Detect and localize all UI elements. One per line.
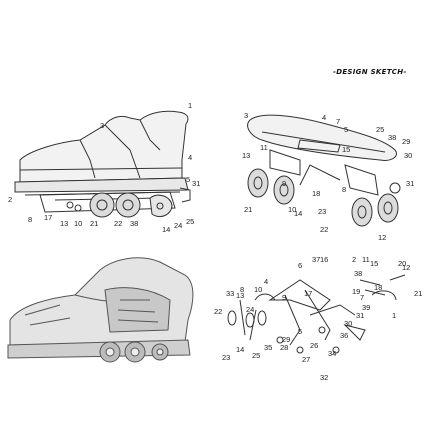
callout-label: 20 — [398, 259, 406, 268]
callout-label: 28 — [280, 343, 288, 352]
exploded-view-drawing — [227, 274, 406, 354]
callout-label: 22 — [214, 307, 222, 316]
callout-label: 25 — [186, 217, 194, 226]
callout-label: 10 — [74, 219, 82, 228]
callout-label: 30 — [404, 151, 412, 160]
callout-label: 2 — [352, 255, 356, 264]
callout-label: 14 — [236, 345, 244, 354]
callout-label: 29 — [282, 335, 290, 344]
callout-label: 26 — [310, 341, 318, 350]
callout-label: 9 — [282, 293, 286, 302]
callout-label: 7 — [336, 117, 340, 126]
callout-label: 4 — [322, 113, 326, 122]
callout-label: 25 — [376, 125, 384, 134]
callout-label: 38 — [388, 133, 396, 142]
callout-label: 13 — [236, 291, 244, 300]
callout-label: 19 — [352, 287, 360, 296]
callout-label: 13 — [60, 219, 68, 228]
callout-label: 29 — [402, 137, 410, 146]
callout-label: 33 — [226, 289, 234, 298]
callout-label: 39 — [362, 303, 370, 312]
callout-label: 17 — [44, 213, 52, 222]
callout-label: 3 — [244, 111, 248, 120]
callout-label: 15 — [342, 145, 350, 154]
chassis-view-drawing — [247, 114, 401, 227]
callout-label: 5 — [344, 125, 348, 134]
callout-label: 12 — [402, 263, 410, 272]
callout-label: 38 — [354, 269, 362, 278]
callout-label: 18 — [374, 283, 382, 292]
side-view-drawing — [14, 110, 191, 218]
callout-label: 1 — [392, 311, 396, 320]
callout-label: 24 — [246, 305, 254, 314]
callout-label: 21 — [244, 205, 252, 214]
callout-label: 34 — [328, 349, 336, 358]
callout-label: 4 — [188, 153, 192, 162]
callout-label: 7 — [360, 293, 364, 302]
callout-label: 21 — [414, 289, 422, 298]
design-sketch-title: -DESIGN SKETCH- — [333, 68, 407, 76]
callout-label: 18 — [312, 189, 320, 198]
callout-label: 14 — [294, 209, 302, 218]
exploded-view-callouts: 1 2 4 5 6 7 8 9 10 11 12 13 14 15 16 17 … — [214, 255, 422, 382]
callout-label: 11 — [362, 255, 370, 264]
callout-label: 8 — [28, 215, 32, 224]
callout-label: 31 — [356, 311, 364, 320]
callout-label: 3 — [100, 121, 104, 130]
callout-label: 10 — [288, 205, 296, 214]
callout-label: 6 — [298, 261, 302, 270]
callout-label: 12 — [378, 233, 386, 242]
side-view-callouts: 1 2 3 4 5 8 10 13 14 17 21 22 24 25 31 3… — [8, 101, 200, 234]
callout-label: 22 — [114, 219, 122, 228]
callout-label: 4 — [264, 277, 268, 286]
callout-label: 32 — [320, 373, 328, 382]
callout-label: 1 — [188, 101, 192, 110]
callout-label: 11 — [260, 143, 268, 152]
sneaker-photo-rendering — [7, 257, 194, 363]
callout-label: 31 — [192, 179, 200, 188]
callout-label: 16 — [320, 255, 328, 264]
callout-label: 5 — [186, 175, 190, 184]
callout-label: 36 — [340, 331, 348, 340]
callout-label: 15 — [370, 259, 378, 268]
callout-label: 37 — [312, 255, 320, 264]
callout-label: 31 — [406, 179, 414, 188]
callout-label: 17 — [304, 289, 312, 298]
callout-label: 35 — [264, 343, 272, 352]
callout-label: 10 — [254, 285, 262, 294]
callout-label: 8 — [342, 185, 346, 194]
callout-label: 13 — [242, 151, 250, 160]
chassis-view-callouts: 3 4 5 7 8 9 10 11 12 13 14 15 18 21 22 2… — [242, 111, 414, 242]
callout-label: 27 — [302, 355, 310, 364]
callout-label: 21 — [90, 219, 98, 228]
callout-label: 14 — [162, 225, 170, 234]
callout-label: 23 — [318, 207, 326, 216]
callout-label: 38 — [130, 219, 138, 228]
callout-label: 8 — [240, 285, 244, 294]
callout-label: 9 — [282, 179, 286, 188]
callout-label: 22 — [320, 225, 328, 234]
callout-label: 30 — [344, 319, 352, 328]
callout-label: 5 — [298, 327, 302, 336]
callout-label: 25 — [252, 351, 260, 360]
callout-label: 2 — [8, 195, 12, 204]
callout-label: 23 — [222, 353, 230, 362]
callout-label: 24 — [174, 221, 182, 230]
